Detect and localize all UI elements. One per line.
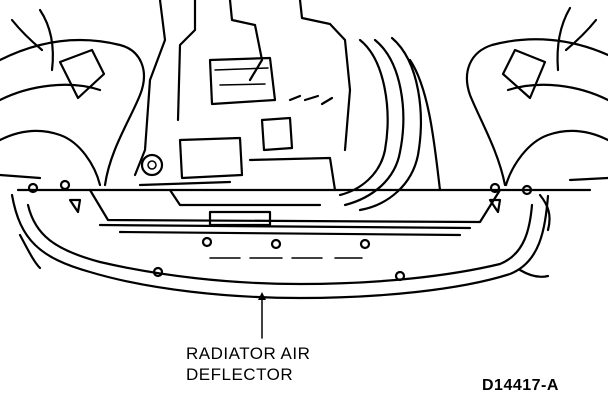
left-suspension: [0, 8, 145, 187]
leader-arrow-tip: [258, 292, 266, 300]
figure-id: D14417-A: [482, 377, 559, 394]
radiator-air-deflector: [10, 179, 592, 300]
crossmember: [88, 188, 502, 237]
pipes: [338, 36, 442, 212]
right-suspension: [465, 6, 608, 187]
callout-label-line2: DEFLECTOR: [186, 365, 294, 384]
callout-label-line1: RADIATOR AIR: [186, 344, 311, 363]
engine-block: [133, 0, 352, 227]
